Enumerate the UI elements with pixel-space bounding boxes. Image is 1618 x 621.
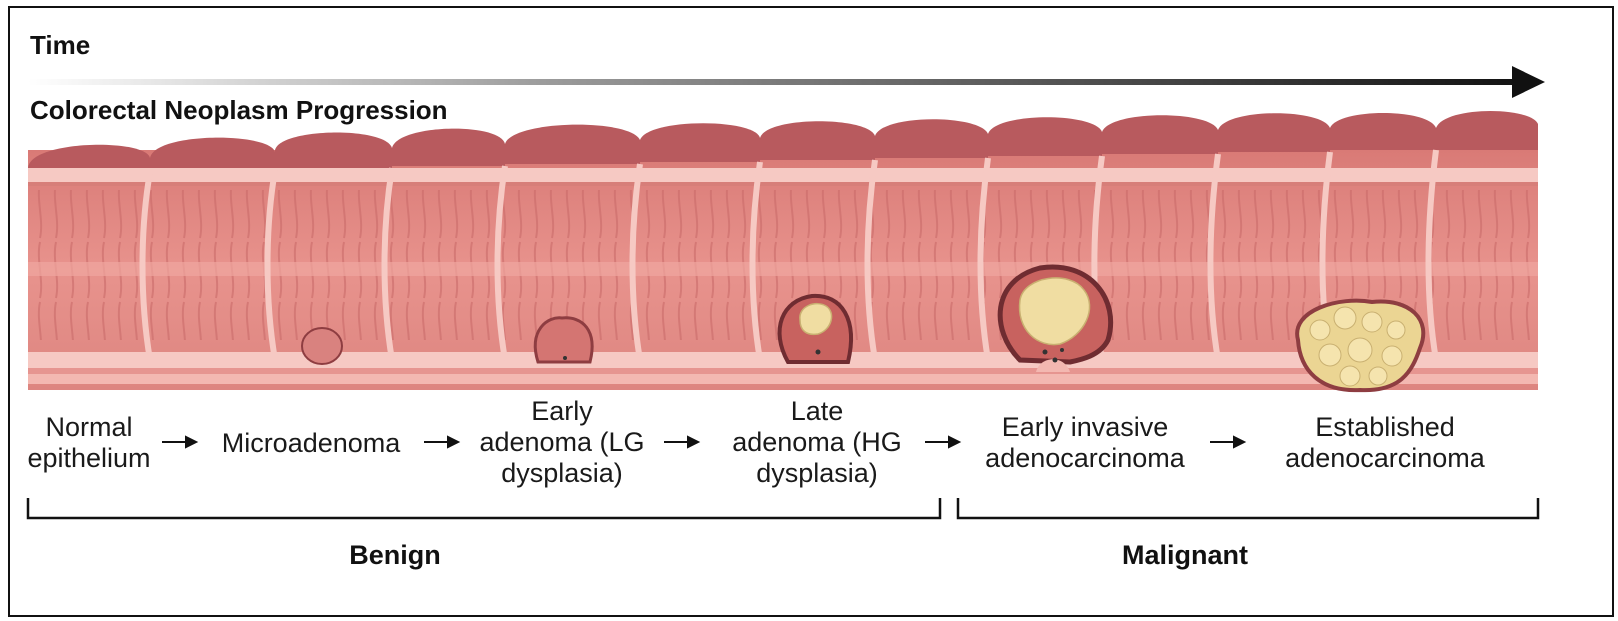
stage-microadenoma: Microadenoma [200,428,422,459]
early-adenoma-lesion [535,318,592,362]
stage-line: Established [1262,412,1508,443]
stage-line: Microadenoma [200,428,422,459]
arrow-5 [1210,437,1244,447]
stage-line: adenocarcinoma [962,443,1208,474]
malignant-label: Malignant [1095,540,1275,571]
figure-title: Colorectal Neoplasm Progression [30,95,448,126]
stage-line: epithelium [14,443,164,474]
stage-established-adenocarcinoma: Established adenocarcinoma [1262,412,1508,474]
stage-line: Late [712,396,922,427]
stage-late-adenoma: Late adenoma (HG dysplasia) [712,396,922,489]
arrow-3 [664,437,698,447]
stage-line: adenocarcinoma [1262,443,1508,474]
stage-line: Normal [14,412,164,443]
arrow-2 [424,437,458,447]
benign-label: Benign [310,540,480,571]
microadenoma-lesion [302,328,342,364]
established-adenocarcinoma-lesion [1297,301,1423,391]
stage-line: dysplasia) [462,458,662,489]
arrow-1 [162,437,196,447]
stage-line: adenoma (LG [462,427,662,458]
late-adenoma-lesion [780,296,851,362]
stage-line: Early invasive [962,412,1208,443]
malignant-bracket [958,498,1538,518]
stage-normal-epithelium: Normal epithelium [14,412,164,474]
stage-line: Early [462,396,662,427]
stage-early-invasive-adenocarcinoma: Early invasive adenocarcinoma [962,412,1208,474]
stage-early-adenoma: Early adenoma (LG dysplasia) [462,396,662,489]
benign-bracket [28,498,940,518]
stage-line: dysplasia) [712,458,922,489]
stage-line: adenoma (HG [712,427,922,458]
time-arrow [28,66,1545,98]
time-label: Time [30,30,90,61]
arrow-4 [925,437,959,447]
early-invasive-lesion [1000,267,1110,372]
